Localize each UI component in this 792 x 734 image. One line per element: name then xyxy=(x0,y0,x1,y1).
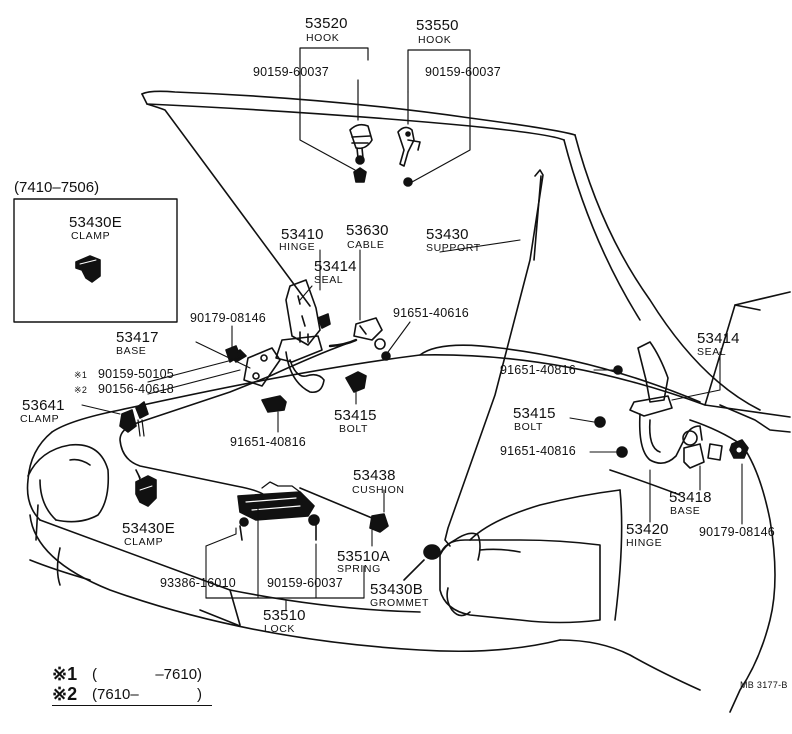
notes-underline xyxy=(52,705,212,706)
part-number-53520: 53520 xyxy=(305,15,348,32)
grommet-53430B xyxy=(403,544,441,581)
part-number-53430E-low: 53430E xyxy=(122,520,175,537)
part-number-53418: 53418 xyxy=(669,489,712,506)
hood-panel xyxy=(141,90,761,411)
inset-box xyxy=(13,198,178,323)
note-2-range: (7610– ) xyxy=(92,686,203,703)
part-name-clamp-inset: CLAMP xyxy=(71,230,111,242)
part-name-grommet: GROMMET xyxy=(370,597,430,609)
cable-53630 xyxy=(119,317,391,501)
part-name-base-right: BASE xyxy=(670,505,701,517)
part-name-seal-left: SEAL xyxy=(314,274,344,286)
clamps-left xyxy=(119,401,157,507)
mark-1: ※1 xyxy=(74,370,88,380)
part-number-53414-right: 53414 xyxy=(697,330,740,347)
part-name-hinge-left: HINGE xyxy=(279,241,316,253)
catalog-code: MB 3177-B xyxy=(740,680,788,690)
part-name-bolt-right: BOLT xyxy=(514,421,544,433)
ref-91651-40816-right-lower: 91651-40816 xyxy=(500,444,576,458)
part-number-53510: 53510 xyxy=(263,607,306,624)
part-number-53410: 53410 xyxy=(281,226,324,243)
leader-lines-top xyxy=(299,47,471,183)
ref-90159-60037-left: 90159-60037 xyxy=(253,65,329,79)
ref-91651-40816-mid: 91651-40816 xyxy=(230,435,306,449)
note-2-mark: ※2 xyxy=(52,684,78,704)
hook-53550 xyxy=(397,126,421,187)
ref-90159-60037-right: 90159-60037 xyxy=(425,65,501,79)
part-number-53438: 53438 xyxy=(353,467,396,484)
part-name-hook-right: HOOK xyxy=(418,34,452,46)
note-1-range: ( –7610) xyxy=(92,666,203,683)
mark-2: ※2 xyxy=(74,385,88,395)
part-name-cushion: CUSHION xyxy=(352,484,405,496)
part-number-53415-mid: 53415 xyxy=(334,407,377,424)
part-number-53414-left: 53414 xyxy=(314,258,357,275)
part-name-seal-right: SEAL xyxy=(697,346,727,358)
hinge-53420-assembly xyxy=(594,341,749,469)
ref-90179-08146-left: 90179-08146 xyxy=(190,311,266,325)
part-number-53630: 53630 xyxy=(346,222,389,239)
part-number-53415-right: 53415 xyxy=(513,405,556,422)
ref-93386-16010: 93386-16010 xyxy=(160,576,236,590)
note-1-mark: ※1 xyxy=(52,664,78,684)
part-number-53510A: 53510A xyxy=(337,548,390,565)
part-number-53430B: 53430B xyxy=(370,581,423,598)
part-number-53550: 53550 xyxy=(416,17,459,34)
part-name-hook-left: HOOK xyxy=(306,32,340,44)
ref-90159-60037-bottom: 90159-60037 xyxy=(267,576,343,590)
part-name-bolt-mid: BOLT xyxy=(339,423,369,435)
part-name-clamp-53641: CLAMP xyxy=(20,413,60,425)
ref-91651-40816-right-upper: 91651-40816 xyxy=(500,363,576,377)
ref-91651-40616: 91651-40616 xyxy=(393,306,469,320)
part-number-53430: 53430 xyxy=(426,226,469,243)
car-body xyxy=(26,291,791,713)
part-number-53417: 53417 xyxy=(116,329,159,346)
part-name-clamp-low: CLAMP xyxy=(124,536,164,548)
ref-90179-08146-right: 90179-08146 xyxy=(699,525,775,539)
cushion-53438 xyxy=(299,487,389,533)
part-number-53641: 53641 xyxy=(22,397,65,414)
ref-90159-50105: 90159-50105 xyxy=(98,367,174,381)
part-name-spring: SPRING xyxy=(337,563,381,575)
hook-53520 xyxy=(349,123,373,183)
lock-53510 xyxy=(237,481,320,541)
part-name-hinge-right: HINGE xyxy=(626,537,663,549)
leader-lines xyxy=(81,239,743,611)
hood-support-rod xyxy=(444,169,544,547)
part-name-lock: LOCK xyxy=(264,623,295,635)
part-number-53420: 53420 xyxy=(626,521,669,538)
part-name-base-left: BASE xyxy=(116,345,147,357)
part-name-cable: CABLE xyxy=(347,239,385,251)
part-name-support: SUPPORT xyxy=(426,242,481,254)
part-number-53430E-inset: 53430E xyxy=(69,214,122,231)
ref-90156-40618: 90156-40618 xyxy=(98,382,174,396)
date-range-label: (7410–7506) xyxy=(14,179,100,196)
